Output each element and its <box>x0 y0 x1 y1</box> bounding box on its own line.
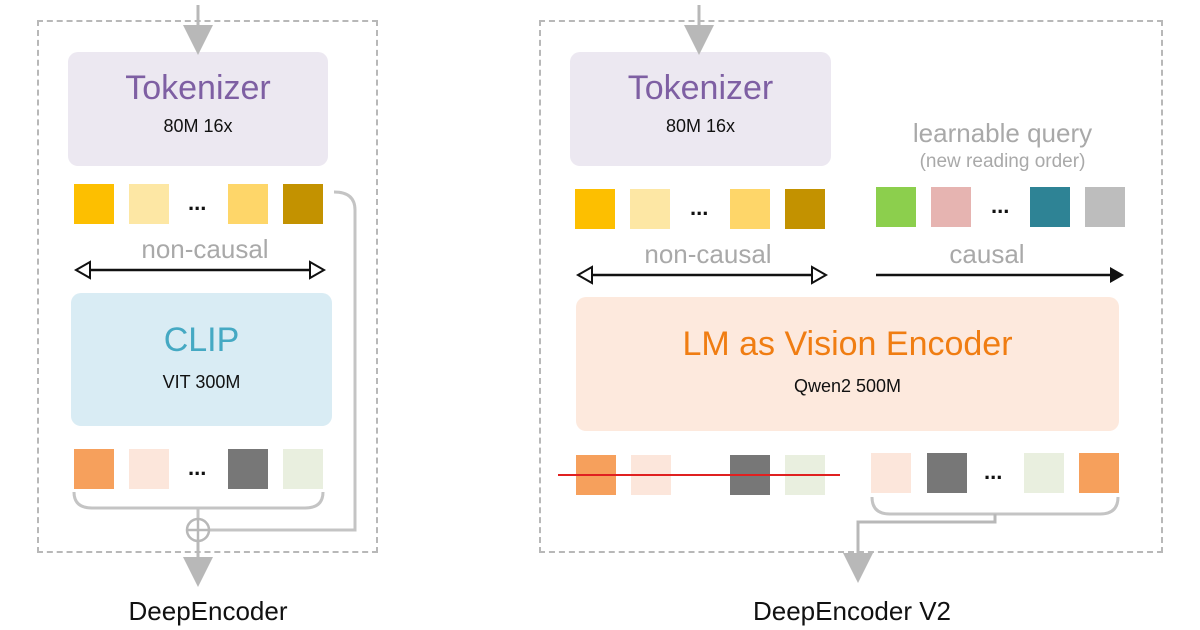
left-token-light-gold <box>228 184 268 224</box>
right-token-dark-gold <box>785 189 825 229</box>
left-noncausal-label: non-causal <box>141 234 269 264</box>
right-tokenizer-subtitle: 80M 16x <box>665 116 736 136</box>
left-out-token-pale-green <box>283 449 323 489</box>
left-out-ellipsis: ... <box>188 455 207 480</box>
right-causal-label: causal <box>949 239 1025 269</box>
query-out-ellipsis: ... <box>984 459 1003 484</box>
learnable-query-subtitle: (new reading order) <box>919 151 1086 172</box>
left-caption: DeepEncoder <box>128 596 288 626</box>
right-caption: DeepEncoder V2 <box>752 596 952 626</box>
deepencoder-frame <box>37 20 378 553</box>
query-token-gray <box>1085 187 1125 227</box>
left-tokenizer-subtitle: 80M 16x <box>163 116 233 136</box>
left-out-token-orange <box>74 449 114 489</box>
left-token-pale-yellow <box>129 184 169 224</box>
right-output-bracket <box>870 496 1120 516</box>
left-token-ellipsis: ... <box>188 190 207 215</box>
query-out-token-dark-gray <box>927 453 967 493</box>
right-noncausal-label: non-causal <box>644 239 772 269</box>
right-token-ellipsis: ... <box>690 195 709 220</box>
query-out-token-orange <box>1079 453 1119 493</box>
lm-vision-encoder-subtitle: Qwen2 500M <box>793 376 902 396</box>
right-token-pale-yellow <box>630 189 670 229</box>
right-tokenizer-box: Tokenizer 80M 16x <box>570 52 831 166</box>
query-token-teal <box>1030 187 1070 227</box>
left-skip-connection <box>210 190 357 532</box>
query-out-token-pale-green <box>1024 453 1064 493</box>
right-noncausal-double-arrow <box>575 265 829 285</box>
clip-title: CLIP <box>163 321 240 359</box>
deepencoder-v2-frame <box>539 20 1163 553</box>
right-token-light-gold <box>730 189 770 229</box>
right-tokenizer-title: Tokenizer <box>627 69 774 107</box>
clip-subtitle: VIT 300M <box>162 372 241 392</box>
left-tokenizer-box: Tokenizer 80M 16x <box>68 52 328 166</box>
learnable-query-title: learnable query <box>912 118 1093 148</box>
right-causal-arrow <box>876 267 1124 283</box>
query-token-green <box>876 187 916 227</box>
query-out-token-peach <box>871 453 911 493</box>
left-output-bracket <box>72 491 325 510</box>
left-tokenizer-title: Tokenizer <box>125 69 271 107</box>
query-token-ellipsis: ... <box>991 193 1010 218</box>
query-token-pink <box>931 187 971 227</box>
clip-box: CLIP VIT 300M <box>71 293 332 426</box>
left-token-dark-gold <box>283 184 323 224</box>
left-noncausal-double-arrow <box>73 260 327 280</box>
left-out-token-dark-gray <box>228 449 268 489</box>
right-token-gold <box>575 189 615 229</box>
lm-vision-encoder-box: LM as Vision Encoder Qwen2 500M <box>576 297 1119 431</box>
left-out-token-peach <box>129 449 169 489</box>
add-circle-icon <box>185 517 211 543</box>
lm-vision-encoder-title: LM as Vision Encoder <box>682 325 1013 363</box>
right-output-connector <box>843 514 997 583</box>
left-token-gold <box>74 184 114 224</box>
